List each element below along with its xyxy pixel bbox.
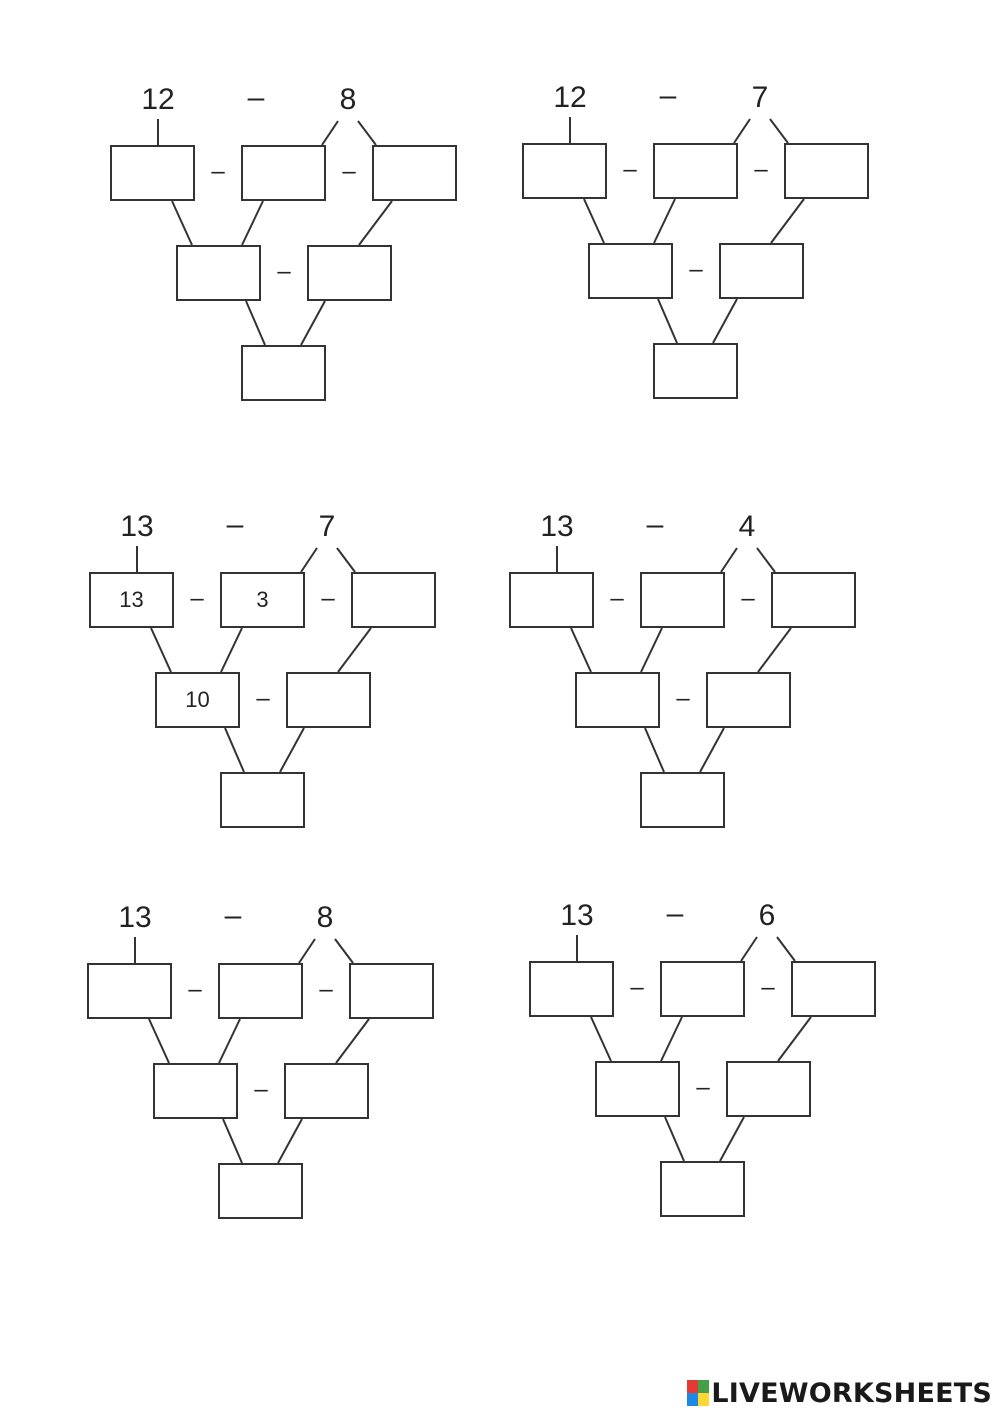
line-top-left-to-mid-left	[570, 627, 592, 673]
answer-box-top-middle[interactable]	[220, 572, 305, 628]
line-subtrahend-split-right	[756, 547, 776, 573]
line-top-middle-to-mid-left	[653, 198, 676, 244]
answer-box-top-middle[interactable]	[218, 963, 303, 1019]
line-subtrahend-split-right	[357, 120, 377, 146]
answer-box-top-right[interactable]	[791, 961, 876, 1017]
line-mid-left-to-bottom	[245, 300, 266, 346]
line-top-right-to-mid-right	[777, 1016, 812, 1062]
line-top-left-to-mid-left	[150, 627, 172, 673]
line-subtrahend-split-right	[776, 936, 796, 962]
line-mid-right-to-bottom	[279, 727, 305, 773]
line-top-right-to-mid-right	[770, 198, 805, 244]
line-subtrahend-split-left	[321, 120, 339, 146]
answer-box-top-left[interactable]	[110, 145, 195, 201]
answer-box-middle-left[interactable]	[153, 1063, 238, 1119]
answer-box-middle-right[interactable]	[719, 243, 804, 299]
answer-box-top-left[interactable]	[509, 572, 594, 628]
answer-box-bottom[interactable]	[653, 343, 738, 399]
brand-name: LIVEWORKSHEETS	[711, 1377, 992, 1409]
line-mid-left-to-bottom	[664, 1116, 685, 1162]
answer-box-bottom[interactable]	[660, 1161, 745, 1217]
line-subtrahend-split-left	[733, 118, 751, 144]
answer-box-top-left[interactable]	[529, 961, 614, 1017]
line-top-right-to-mid-right	[757, 627, 792, 673]
line-top-left-to-mid-left	[171, 200, 193, 246]
answer-box-top-right[interactable]	[372, 145, 457, 201]
answer-box-top-right[interactable]	[771, 572, 856, 628]
logo-square-yellow	[698, 1393, 710, 1406]
line-top-right-to-mid-right	[335, 1018, 370, 1064]
answer-box-middle-left[interactable]	[588, 243, 673, 299]
line-top-right-to-mid-right	[358, 200, 393, 246]
answer-box-top-right[interactable]	[351, 572, 436, 628]
answer-box-middle-left[interactable]	[575, 672, 660, 728]
answer-box-top-left[interactable]	[87, 963, 172, 1019]
line-mid-right-to-bottom	[300, 300, 326, 346]
answer-box-middle-right[interactable]	[706, 672, 791, 728]
answer-box-top-middle[interactable]	[241, 145, 326, 201]
answer-box-top-middle[interactable]	[640, 572, 725, 628]
answer-box-bottom[interactable]	[640, 772, 725, 828]
answer-box-top-right[interactable]	[784, 143, 869, 199]
line-subtrahend-split-right	[334, 938, 354, 964]
line-subtrahend-split-left	[298, 938, 316, 964]
line-subtrahend-split-right	[336, 547, 356, 573]
line-top-left-to-mid-left	[590, 1016, 612, 1062]
answer-box-top-left[interactable]	[522, 143, 607, 199]
line-mid-right-to-bottom	[712, 298, 738, 344]
footer: LIVEWORKSHEETS	[687, 1375, 992, 1411]
line-top-middle-to-mid-left	[640, 627, 663, 673]
line-mid-right-to-bottom	[699, 727, 725, 773]
line-top-right-to-mid-right	[337, 627, 372, 673]
line-subtrahend-split-left	[720, 547, 738, 573]
line-mid-left-to-bottom	[222, 1118, 243, 1164]
answer-box-middle-left[interactable]	[176, 245, 261, 301]
answer-box-middle-left[interactable]	[595, 1061, 680, 1117]
line-mid-right-to-bottom	[719, 1116, 745, 1162]
line-mid-left-to-bottom	[657, 298, 678, 344]
answer-box-top-left[interactable]	[89, 572, 174, 628]
answer-box-bottom[interactable]	[241, 345, 326, 401]
answer-box-top-right[interactable]	[349, 963, 434, 1019]
line-subtrahend-split-left	[300, 547, 318, 573]
line-mid-left-to-bottom	[224, 727, 245, 773]
line-mid-left-to-bottom	[644, 727, 665, 773]
line-top-middle-to-mid-left	[660, 1016, 683, 1062]
answer-box-top-middle[interactable]	[660, 961, 745, 1017]
logo-square-blue	[687, 1393, 699, 1406]
answer-box-bottom[interactable]	[220, 772, 305, 828]
line-top-middle-to-mid-left	[218, 1018, 241, 1064]
answer-box-middle-left[interactable]	[155, 672, 240, 728]
answer-box-middle-right[interactable]	[284, 1063, 369, 1119]
line-top-left-to-mid-left	[148, 1018, 170, 1064]
line-top-middle-to-mid-left	[241, 200, 264, 246]
line-top-left-to-mid-left	[583, 198, 605, 244]
logo-square-red	[687, 1380, 699, 1393]
answer-box-middle-right[interactable]	[286, 672, 371, 728]
answer-box-top-middle[interactable]	[653, 143, 738, 199]
line-mid-right-to-bottom	[277, 1118, 303, 1164]
answer-box-bottom[interactable]	[218, 1163, 303, 1219]
liveworksheets-logo-icon	[687, 1380, 710, 1406]
line-top-middle-to-mid-left	[220, 627, 243, 673]
logo-square-green	[698, 1380, 710, 1393]
answer-box-middle-right[interactable]	[307, 245, 392, 301]
line-subtrahend-split-right	[769, 118, 789, 144]
answer-box-middle-right[interactable]	[726, 1061, 811, 1117]
line-subtrahend-split-left	[740, 936, 758, 962]
